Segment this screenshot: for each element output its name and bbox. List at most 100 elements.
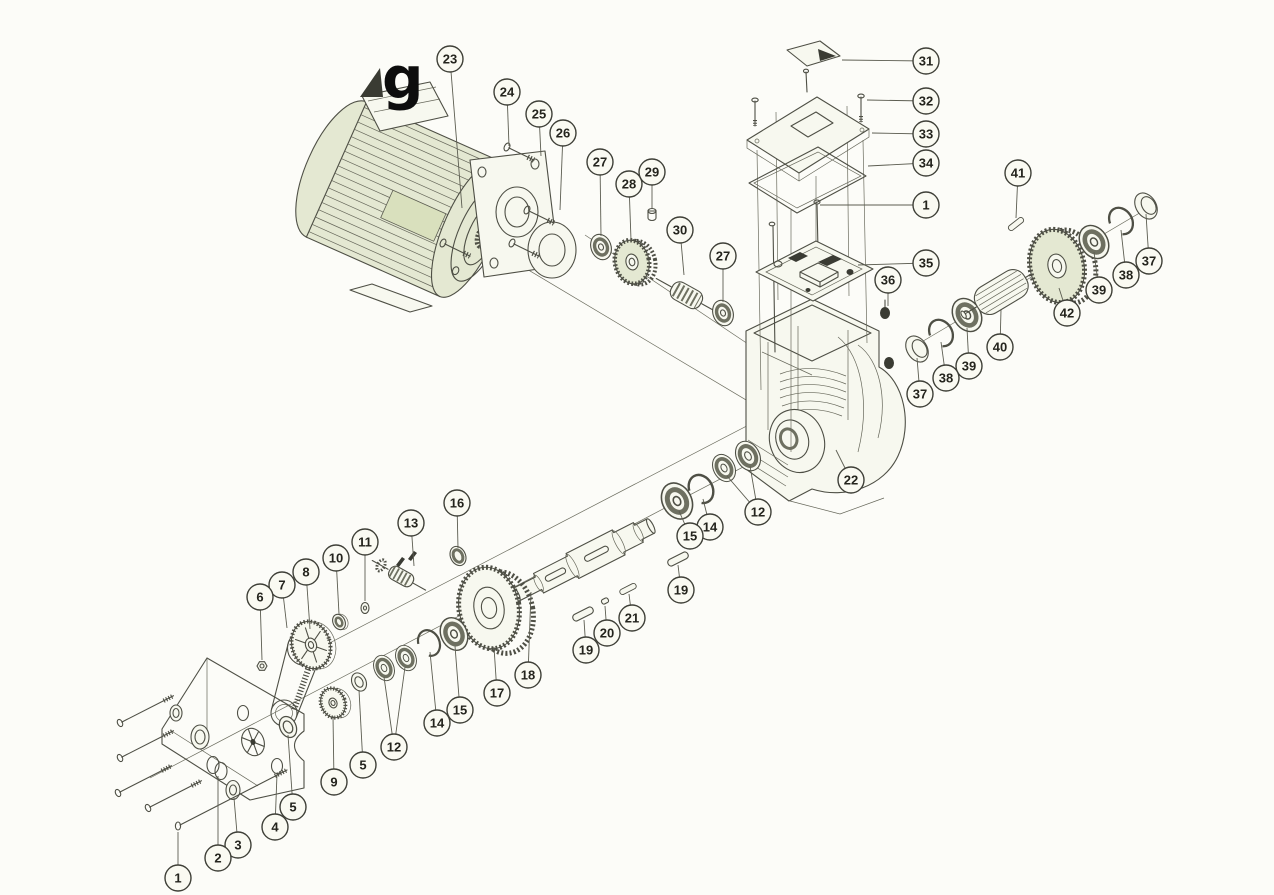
- balloon-35: 35: [912, 249, 940, 277]
- mount-screw-1: [144, 777, 203, 812]
- balloon-21: 21: [618, 604, 646, 632]
- balloon-number: 35: [919, 256, 933, 271]
- balloon-1: 1: [164, 864, 192, 892]
- balloon-32: 32: [912, 87, 940, 115]
- washer-11: [360, 601, 370, 615]
- logo-text: g: [382, 44, 424, 112]
- balloon-number: 23: [443, 52, 457, 67]
- bracket-rings: [169, 704, 241, 801]
- pin-29: [647, 207, 657, 222]
- balloon-number: 42: [1060, 306, 1074, 321]
- balloon-29: 29: [638, 158, 666, 186]
- balloon-24: 24: [493, 78, 521, 106]
- logo-fragment: g: [360, 44, 424, 112]
- pinion-gear-28: [612, 237, 658, 287]
- housing-output-bore: [768, 408, 826, 474]
- balloon-1: 1: [912, 191, 940, 219]
- balloon-number: 18: [521, 668, 535, 683]
- balloon-27: 27: [709, 242, 737, 270]
- balloon-number: 21: [625, 611, 639, 626]
- balloon-circle: [912, 149, 940, 177]
- bearing-15: [655, 478, 698, 525]
- balloon-circle: [446, 696, 474, 724]
- balloon-28: 28: [615, 170, 643, 198]
- balloon-circle: [618, 604, 646, 632]
- balloon-number: 38: [1119, 268, 1133, 283]
- balloon-number: 19: [579, 643, 593, 658]
- balloon-19: 19: [572, 636, 600, 664]
- balloon-36: 36: [874, 266, 902, 294]
- circlip-38: [923, 314, 959, 352]
- gearbox-housing: [745, 298, 906, 515]
- balloon-circle: [525, 100, 553, 128]
- long-screw: [768, 221, 776, 353]
- pin-20: [600, 597, 610, 605]
- part-balloons: 2324252627282930273132333413536414239383…: [164, 45, 1163, 892]
- top-cover-33: [746, 96, 870, 182]
- key-21: [618, 582, 638, 596]
- mount-screw-1: [114, 762, 173, 797]
- balloon-40: 40: [986, 333, 1014, 361]
- balloon-5: 5: [279, 793, 307, 821]
- balloon-38: 38: [932, 364, 960, 392]
- balloon-22: 22: [837, 466, 865, 494]
- balloon-4: 4: [261, 813, 289, 841]
- balloon-circle: [615, 170, 643, 198]
- balloon-39: 39: [955, 352, 983, 380]
- mount-screw-1-long: [174, 767, 289, 831]
- balloon-circle: [572, 636, 600, 664]
- balloon-circle: [666, 216, 694, 244]
- leader-line-31: [841, 59, 927, 62]
- balloon-number: 34: [919, 156, 934, 171]
- balloon-number: 30: [673, 223, 687, 238]
- balloon-number: 1: [174, 871, 181, 886]
- balloon-number: 33: [919, 127, 933, 142]
- balloon-number: 10: [329, 551, 343, 566]
- balloon-number: 29: [645, 165, 659, 180]
- balloon-circle: [349, 751, 377, 779]
- balloon-26: 26: [549, 119, 577, 147]
- worm-assembly-13: [371, 558, 427, 591]
- balloon-number: 6: [256, 590, 263, 605]
- balloon-number: 31: [919, 54, 933, 69]
- balloon-circle: [320, 768, 348, 796]
- balloon-38: 38: [1112, 261, 1140, 289]
- balloon-number: 41: [1011, 166, 1025, 181]
- bearing-27b: [707, 295, 739, 331]
- balloon-circle: [1135, 247, 1163, 275]
- balloon-number: 25: [532, 107, 546, 122]
- cover-screw-32: [855, 92, 867, 124]
- balloon-30: 30: [666, 216, 694, 244]
- balloon-number: 13: [404, 516, 418, 531]
- balloon-11: 11: [351, 528, 379, 556]
- balloon-number: 38: [939, 371, 953, 386]
- balloon-circle: [268, 571, 296, 599]
- balloon-circle: [912, 120, 940, 148]
- balloon-circle: [593, 619, 621, 647]
- nut-6: [256, 661, 268, 671]
- balloon-number: 14: [430, 716, 445, 731]
- balloon-9: 9: [320, 768, 348, 796]
- balloon-number: 37: [913, 387, 927, 402]
- balloon-circle: [164, 864, 192, 892]
- balloon-number: 32: [919, 94, 933, 109]
- balloon-number: 26: [556, 126, 570, 141]
- balloon-circle: [955, 352, 983, 380]
- balloon-6: 6: [246, 583, 274, 611]
- balloon-number: 7: [278, 578, 285, 593]
- balloon-12: 12: [380, 733, 408, 761]
- balloon-circle: [436, 45, 464, 73]
- balloon-3: 3: [224, 831, 252, 859]
- worm-shaft-30: [655, 277, 721, 316]
- balloon-circle: [1053, 299, 1081, 327]
- mounting-flange: [439, 142, 577, 279]
- mount-screw-1: [116, 727, 175, 762]
- balloon-14: 14: [696, 513, 724, 541]
- balloon-27: 27: [586, 148, 614, 176]
- balloon-number: 12: [751, 505, 765, 520]
- balloon-25: 25: [525, 100, 553, 128]
- balloon-number: 37: [1142, 254, 1156, 269]
- balloon-number: 27: [716, 249, 730, 264]
- output-shaft-centre: [332, 437, 765, 656]
- balloon-circle: [1004, 159, 1032, 187]
